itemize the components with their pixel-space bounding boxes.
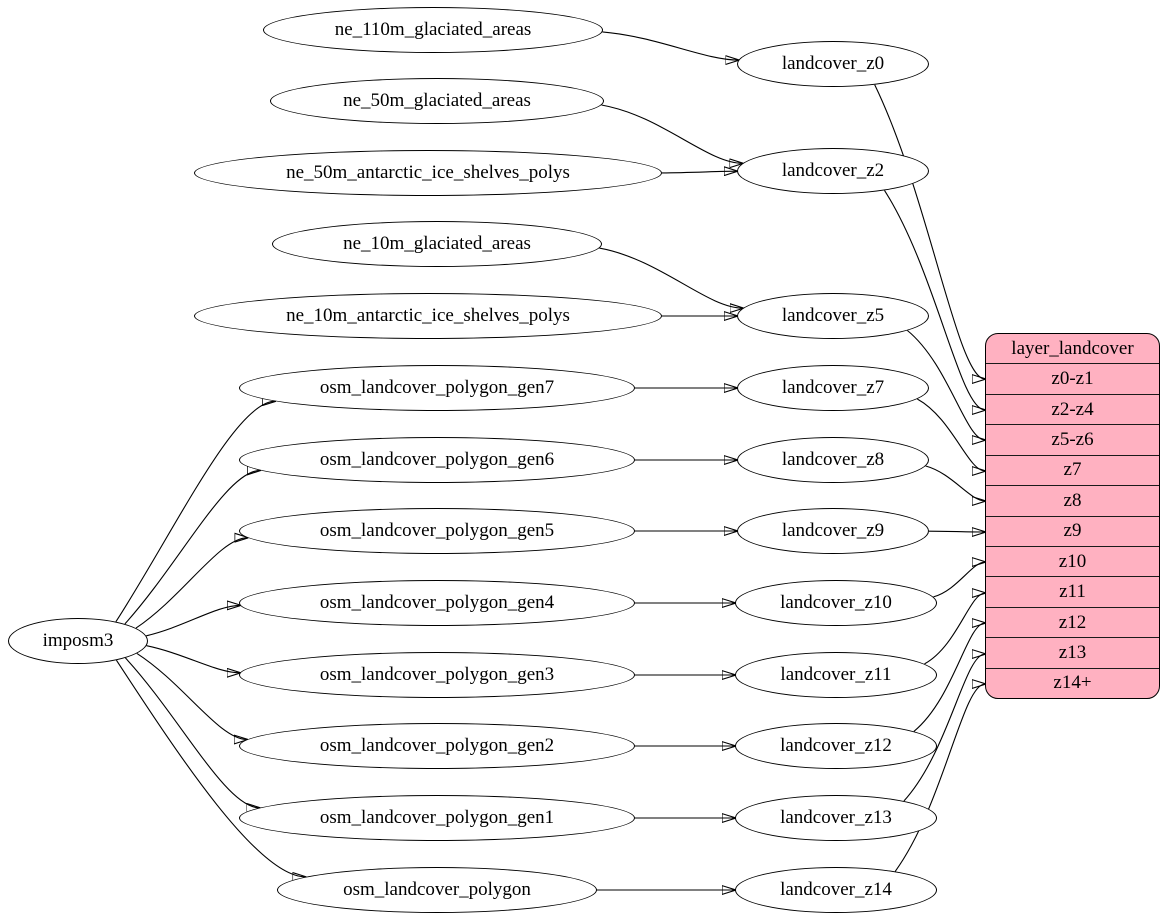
table-row-z13: z13 — [986, 637, 1159, 667]
edge-ne_110m_glaciated_areas-to-landcover_z0 — [602, 31, 738, 60]
table-row-z14plus: z14+ — [986, 667, 1159, 698]
edge-landcover_z8-to-row-z8 — [925, 465, 985, 501]
node-landcover-z11: landcover_z11 — [735, 652, 937, 698]
table-row-z9: z9 — [986, 515, 1159, 546]
edge-imposm3-to-osm_landcover_polygon_gen7 — [115, 401, 275, 622]
table-row-z10: z10 — [986, 545, 1159, 576]
edge-imposm3-to-osm_landcover_polygon_gen4 — [146, 605, 240, 637]
edge-imposm3-to-osm_landcover_polygon_gen5 — [135, 538, 248, 629]
node-osm-landcover-polygon-gen7: osm_landcover_polygon_gen7 — [239, 365, 635, 411]
node-osm-landcover-polygon-gen6: osm_landcover_polygon_gen6 — [239, 437, 635, 483]
node-landcover-z0: landcover_z0 — [737, 41, 929, 87]
edge-landcover_z0-to-row-z0-z1 — [874, 84, 985, 379]
node-landcover-z12: landcover_z12 — [735, 723, 937, 769]
edge-landcover_z14-to-row-z14+ — [894, 684, 985, 872]
node-ne-50m-antarctic-ice-shelves-polys: ne_50m_antarctic_ice_shelves_polys — [194, 150, 662, 196]
table-title: layer_landcover — [1011, 337, 1134, 359]
edge-ne_50m_glaciated_areas-to-landcover_z2 — [601, 104, 743, 163]
node-osm-landcover-polygon-gen3: osm_landcover_polygon_gen3 — [239, 652, 635, 698]
node-osm-landcover-polygon-gen4: osm_landcover_polygon_gen4 — [239, 580, 635, 626]
node-osm-landcover-polygon: osm_landcover_polygon — [277, 867, 597, 913]
table-row-z7: z7 — [986, 454, 1159, 485]
node-landcover-z8: landcover_z8 — [737, 437, 929, 483]
node-landcover-z2: landcover_z2 — [737, 148, 929, 194]
node-ne-50m-glaciated-areas: ne_50m_glaciated_areas — [270, 78, 604, 124]
table-layer-landcover: layer_landcover z0-z1 z2-z4 z5-z6 z7 z8 … — [985, 333, 1160, 699]
node-osm-landcover-polygon-gen5: osm_landcover_polygon_gen5 — [239, 508, 635, 554]
node-landcover-z9: landcover_z9 — [737, 508, 929, 554]
edge-imposm3-to-osm_landcover_polygon — [115, 659, 305, 877]
edge-ne_10m_glaciated_areas-to-landcover_z5 — [599, 247, 743, 308]
edge-imposm3-to-osm_landcover_polygon_gen3 — [146, 645, 240, 673]
node-landcover-z13: landcover_z13 — [735, 795, 937, 841]
node-osm-landcover-polygon-gen2: osm_landcover_polygon_gen2 — [239, 723, 635, 769]
node-ne-10m-antarctic-ice-shelves-polys: ne_10m_antarctic_ice_shelves_polys — [194, 293, 662, 339]
table-row-z12: z12 — [986, 606, 1159, 637]
edge-landcover_z2-to-row-z2-z4 — [884, 190, 986, 410]
table-row-z5-z6: z5-z6 — [986, 424, 1159, 454]
edge-landcover_z12-to-row-z12 — [913, 623, 985, 732]
edge-landcover_z10-to-row-z10 — [933, 562, 985, 598]
node-imposm3: imposm3 — [8, 618, 148, 664]
edge-ne_50m_antarctic_ice_shelves_polys-to-landcover_z2 — [661, 171, 737, 173]
edge-landcover_z7-to-row-z7 — [917, 398, 985, 471]
edge-landcover_z11-to-row-z11 — [924, 593, 986, 665]
node-osm-landcover-polygon-gen1: osm_landcover_polygon_gen1 — [239, 795, 635, 841]
node-landcover-z7: landcover_z7 — [737, 365, 929, 411]
node-landcover-z10: landcover_z10 — [735, 580, 937, 626]
edge-landcover_z13-to-row-z13 — [903, 654, 985, 802]
node-landcover-z5: landcover_z5 — [737, 293, 929, 339]
node-landcover-z14: landcover_z14 — [735, 867, 937, 913]
table-row-z11: z11 — [986, 576, 1159, 606]
edge-landcover_z9-to-row-z9 — [928, 531, 985, 532]
edge-imposm3-to-osm_landcover_polygon_gen2 — [136, 652, 247, 739]
node-ne-10m-glaciated-areas: ne_10m_glaciated_areas — [272, 221, 602, 267]
table-row-z2-z4: z2-z4 — [986, 393, 1159, 424]
table-row-z0-z1: z0-z1 — [986, 363, 1159, 393]
node-ne-110m-glaciated-areas: ne_110m_glaciated_areas — [263, 7, 603, 53]
edge-landcover_z5-to-row-z5-z6 — [907, 330, 985, 441]
edge-imposm3-to-osm_landcover_polygon_gen6 — [124, 470, 260, 625]
table-row-z8: z8 — [986, 485, 1159, 515]
edge-imposm3-to-osm_landcover_polygon_gen1 — [124, 657, 259, 808]
